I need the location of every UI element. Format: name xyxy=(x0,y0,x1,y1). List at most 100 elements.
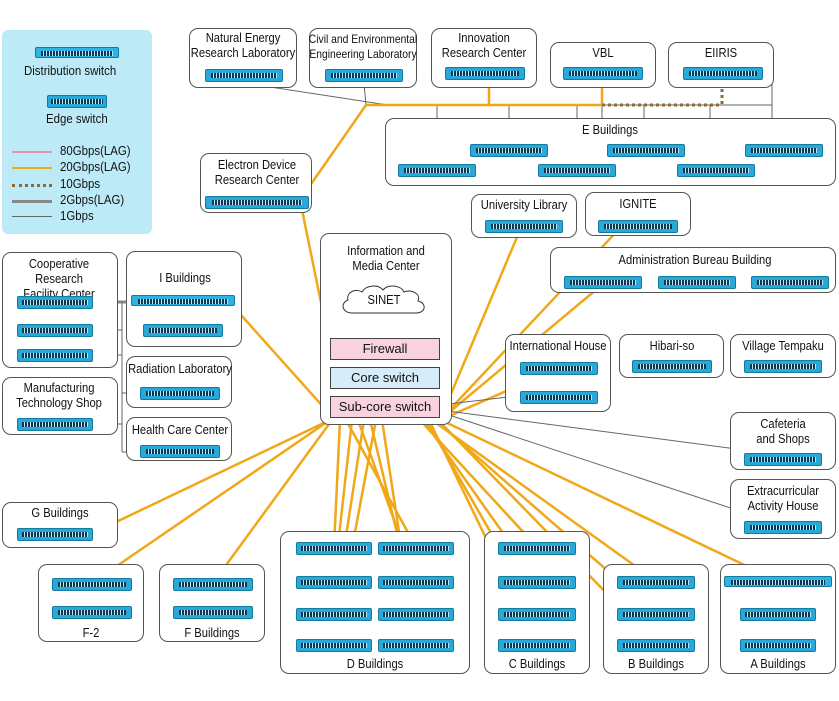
coop-research-box xyxy=(2,252,118,368)
link-g-buildings xyxy=(92,418,331,535)
legend-label-20g: 20Gbps(LAG) xyxy=(60,159,131,174)
core-switch: Core switch xyxy=(330,367,440,389)
e-building-switch-1 xyxy=(470,144,548,157)
university-library-switch xyxy=(485,220,563,233)
a-building-switch-1 xyxy=(740,608,816,621)
health-care-label: Health Care Center xyxy=(131,422,229,437)
village-tempaku-switch xyxy=(744,360,822,373)
b-building-switch-3 xyxy=(617,639,695,652)
legend-line-80g xyxy=(12,151,52,153)
international-house-label: International House xyxy=(509,338,607,353)
link-a-buildings xyxy=(440,418,779,583)
natural-energy-label: Natural Energy Research Laboratory xyxy=(190,30,296,60)
eiiris-label: EIIRIS xyxy=(704,45,738,60)
coop-research-switch-2 xyxy=(17,324,93,337)
university-library-label: University Library xyxy=(480,197,568,212)
civil-env-label: Civil and Environmental Engineering Labo… xyxy=(308,32,418,61)
link-i-buildings xyxy=(231,304,336,421)
c-building-switch-3 xyxy=(498,608,576,621)
cafeteria-switch xyxy=(744,453,822,466)
f-buildings-switch-2 xyxy=(173,606,253,619)
vbl-box xyxy=(550,42,656,88)
d-building-switch-6 xyxy=(378,608,454,621)
vbl-switch xyxy=(563,67,643,80)
legend-line-1g xyxy=(12,216,52,217)
electron-device-switch xyxy=(205,196,309,209)
firewall: Firewall xyxy=(330,338,440,360)
a-building-switch-2 xyxy=(740,639,816,652)
village-tempaku-label: Village Tempaku xyxy=(742,338,824,353)
i-buildings-distribution-switch xyxy=(131,295,235,306)
i-buildings-label: I Buildings xyxy=(159,270,211,285)
legend-line-10g xyxy=(12,184,52,187)
link-d-0 xyxy=(332,419,342,548)
link-university-library xyxy=(438,229,522,421)
d-building-switch-2 xyxy=(378,542,454,555)
innovation-switch xyxy=(445,67,525,80)
a-buildings-label: A Buildings xyxy=(750,656,806,671)
ignite-switch xyxy=(598,220,678,233)
innovation-label: Innovation Research Center xyxy=(441,30,527,60)
link-f-buildings xyxy=(211,419,334,584)
admin-bureau-label: Administration Bureau Building xyxy=(618,252,772,267)
c-building-switch-2 xyxy=(498,576,576,589)
admin-bureau-switch-3 xyxy=(751,276,829,289)
cafeteria-label: Cafeteria and Shops xyxy=(756,416,810,446)
admin-bureau-switch-1 xyxy=(564,276,642,289)
coop-research-label: Cooperative Research Facility Center xyxy=(23,256,95,301)
f2-switch-2 xyxy=(52,606,132,619)
b-buildings-label: B Buildings xyxy=(628,656,684,671)
radiation-lab-label: Radiation Laboratory xyxy=(128,361,232,376)
center-box xyxy=(320,233,452,425)
f-buildings-switch-1 xyxy=(173,578,253,591)
sinet-label: SINET xyxy=(367,292,401,307)
g-buildings-label: G Buildings xyxy=(31,505,89,520)
ignite-label: IGNITE xyxy=(619,196,657,211)
international-house-switch-2 xyxy=(520,391,598,404)
civil-env-switch xyxy=(325,69,403,82)
link-extracurricular-1g xyxy=(439,411,783,526)
sub-core-switch: Sub-core switch xyxy=(330,396,440,418)
manufacturing-label: Manufacturing Technology Shop xyxy=(16,380,102,410)
manufacturing-switch xyxy=(17,418,93,431)
i-buildings-edge-switch xyxy=(143,324,223,337)
legend-line-20g xyxy=(12,167,52,169)
legend-distribution-switch-icon xyxy=(35,47,119,58)
f2-label: F-2 xyxy=(82,625,100,640)
extracurricular-label: Extracurricular Activity House xyxy=(746,483,820,513)
link-f2 xyxy=(91,418,331,585)
d-building-switch-3 xyxy=(296,576,372,589)
d-buildings-label: D Buildings xyxy=(346,656,404,671)
f2-box xyxy=(38,564,144,642)
eiiris-box xyxy=(668,42,774,88)
f-buildings-box xyxy=(159,564,265,642)
legend-label-1g: 1Gbps xyxy=(60,208,94,223)
c-building-switch-4 xyxy=(498,639,576,652)
c-building-switch-1 xyxy=(498,542,576,555)
legend-label-10g: 10Gbps xyxy=(60,176,101,191)
international-house-switch-1 xyxy=(520,362,598,375)
radiation-lab-switch xyxy=(140,387,220,400)
d-building-switch-8 xyxy=(378,639,454,652)
c-buildings-label: C Buildings xyxy=(508,656,566,671)
extracurricular-switch xyxy=(744,521,822,534)
health-care-switch xyxy=(140,445,220,458)
link-cafeteria-1g xyxy=(439,409,783,456)
legend-distribution-label: Distribution switch xyxy=(24,63,117,78)
coop-research-switch-1 xyxy=(17,296,93,309)
hibari-so-label: Hibari-so xyxy=(649,338,695,353)
d-building-switch-5 xyxy=(296,608,372,621)
vbl-label: VBL xyxy=(592,45,614,60)
e-building-switch-5 xyxy=(538,164,616,177)
e-building-switch-6 xyxy=(677,164,755,177)
d-building-switch-4 xyxy=(378,576,454,589)
electron-device-label: Electron Device Research Center xyxy=(214,157,300,187)
b-building-switch-2 xyxy=(617,608,695,621)
hibari-so-switch xyxy=(632,360,712,373)
a-buildings-distribution-switch xyxy=(724,576,832,587)
d-building-switch-1 xyxy=(296,542,372,555)
link-b-0 xyxy=(431,418,657,583)
legend-edge-label: Edge switch xyxy=(46,111,108,126)
legend-edge-switch-icon xyxy=(47,95,107,108)
